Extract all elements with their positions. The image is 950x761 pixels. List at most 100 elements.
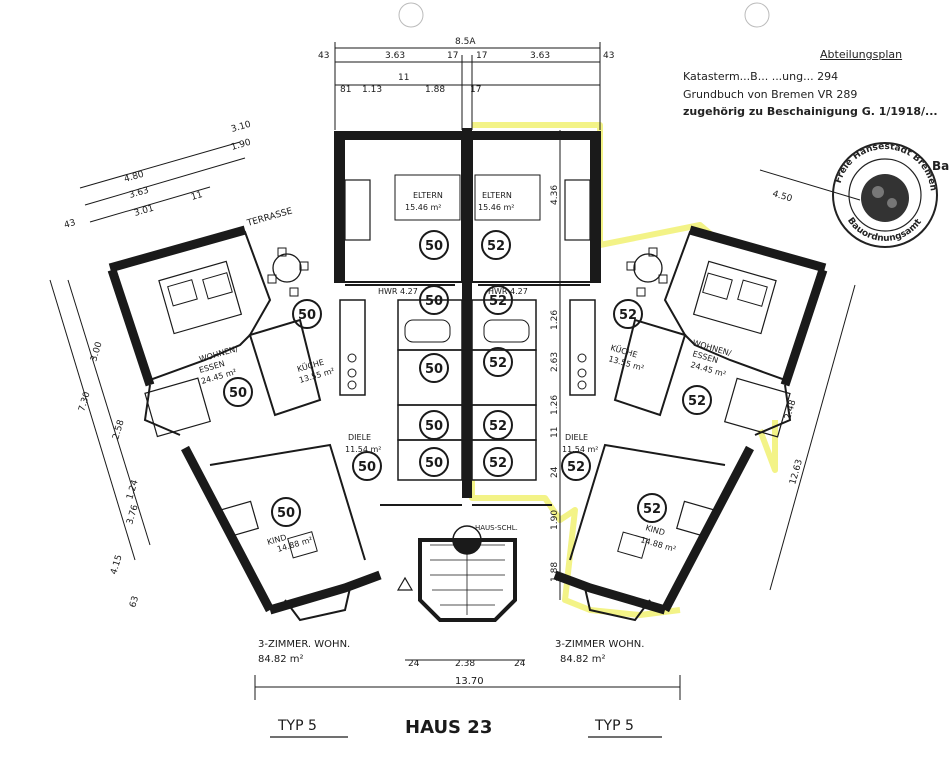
svg-text:52: 52 xyxy=(643,502,661,517)
central-core xyxy=(334,128,601,622)
label-wohnen-right-area: 24.45 m² xyxy=(689,360,727,379)
marker-right-diele: 52 xyxy=(561,451,591,481)
dim-center-v7: 1.90 xyxy=(550,510,560,530)
marker-left-terrasse: 50 xyxy=(292,299,322,329)
dim-top-sub-d: 1.88 xyxy=(425,85,445,95)
svg-text:50: 50 xyxy=(229,386,247,401)
svg-text:52: 52 xyxy=(489,456,507,471)
dim-top-sub-b: 1.13 xyxy=(362,85,382,95)
marker-right-kind: 52 xyxy=(637,493,667,523)
svg-text:52: 52 xyxy=(567,460,585,475)
marker-left-wc: 50 xyxy=(419,410,449,440)
dim-bottom-total: 13.70 xyxy=(455,676,484,687)
dim-left-d: 1.90 xyxy=(230,138,252,153)
dim-top-edge-l: 43 xyxy=(318,51,329,61)
dim-center-v5: 11 xyxy=(550,427,560,438)
label-eltern-right-area: 15.46 m² xyxy=(478,203,514,212)
marker-left-abst: 50 xyxy=(419,447,449,477)
dim-bottom-l: 24 xyxy=(408,659,420,669)
dim-top-edge-r: 43 xyxy=(603,51,614,61)
dim-left-v7: 63 xyxy=(128,595,141,609)
footer-right-area: 84.82 m² xyxy=(560,654,606,665)
footer-right-title: 3-ZIMMER WOHN. xyxy=(555,639,644,650)
room-eltern-left-walls xyxy=(334,131,463,283)
dim-left-c: 3.63 xyxy=(128,186,150,201)
svg-text:50: 50 xyxy=(277,506,295,521)
marker-right-terrasse: 52 xyxy=(613,299,643,329)
dim-center-v2: 1.26 xyxy=(550,310,560,330)
dim-left-g: 11 xyxy=(190,190,204,203)
party-wall xyxy=(462,128,472,498)
marker-right-bath: 52 xyxy=(483,347,513,377)
marker-right-wc: 52 xyxy=(483,410,513,440)
svg-text:50: 50 xyxy=(425,239,443,254)
dim-top-mid-b: 17 xyxy=(476,51,487,61)
dim-top-left: 3.63 xyxy=(385,51,405,61)
svg-text:52: 52 xyxy=(489,419,507,434)
footer-haus: HAUS 23 xyxy=(405,717,492,738)
label-diele-right: DIELE xyxy=(565,433,588,442)
svg-text:50: 50 xyxy=(425,456,443,471)
dim-bottom-r: 24 xyxy=(514,659,526,669)
right-wing xyxy=(553,225,828,622)
label-diele-left-area: 11.54 m² xyxy=(345,445,381,454)
authority-stamp: Freie Hansestadt Bremen Bauordnungsamt B… xyxy=(832,142,950,248)
punch-hole-left xyxy=(398,2,424,28)
dim-left-v2: 3.00 xyxy=(89,341,105,363)
marker-left-eltern: 50 xyxy=(419,230,449,260)
dim-center-v3: 2.63 xyxy=(550,352,560,372)
dim-top-sub-c: 11 xyxy=(398,73,409,83)
svg-text:50: 50 xyxy=(298,308,316,323)
dim-center-v6: 24 xyxy=(550,466,560,478)
label-diele-right-area: 11.54 m² xyxy=(562,445,598,454)
marker-left-hwr: 50 xyxy=(419,285,449,315)
header-line-3: zugehörig zu Beschainigung G. 1/1918/... xyxy=(683,105,938,118)
svg-text:50: 50 xyxy=(425,362,443,377)
dim-center-v8: 1.88 xyxy=(550,562,560,582)
marker-right-abst: 52 xyxy=(483,447,513,477)
label-kind-right: KIND xyxy=(644,523,665,537)
header-line-2: Grundbuch von Bremen VR 289 xyxy=(683,88,858,101)
header-top-label: Abteilungsplan xyxy=(820,48,903,61)
dim-top-sub-e: 17 xyxy=(470,85,481,95)
dim-left-v4: 3.76 xyxy=(125,504,141,526)
svg-text:52: 52 xyxy=(489,356,507,371)
dim-right-a: 4.50 xyxy=(771,189,793,204)
dim-left-v1: 7.30 xyxy=(77,391,93,413)
dim-left-a: 4.80 xyxy=(123,170,145,185)
dim-center-v1: 4.36 xyxy=(550,185,560,205)
marker-left-bath: 50 xyxy=(419,353,449,383)
stamp-corner-text: Bau xyxy=(932,159,950,173)
label-diele-left: DIELE xyxy=(348,433,371,442)
dim-center-v4: 1.26 xyxy=(550,395,560,415)
dim-left-v3: 2.58 xyxy=(111,419,127,441)
marker-right-eltern: 52 xyxy=(481,230,511,260)
dim-left-v5: 4.15 xyxy=(109,554,124,576)
svg-text:50: 50 xyxy=(425,419,443,434)
svg-text:52: 52 xyxy=(619,308,637,323)
marker-left-wohnen: 50 xyxy=(223,377,253,407)
footer-left-title: 3-ZIMMER. WOHN. xyxy=(258,639,350,650)
label-eltern-left-area: 15.46 m² xyxy=(405,203,441,212)
dim-left-b: 3.10 xyxy=(230,120,252,135)
staircase-outline xyxy=(418,538,517,622)
marker-left-kind: 50 xyxy=(271,497,301,527)
dim-right-v2: 2.48 xyxy=(783,399,798,421)
footer-left-area: 84.82 m² xyxy=(258,654,304,665)
svg-text:52: 52 xyxy=(489,294,507,309)
dim-left-f: 43 xyxy=(63,218,77,231)
dim-top-mid-a: 17 xyxy=(447,51,458,61)
label-haus-schluessel: HAUS-SCHL. xyxy=(475,524,518,532)
label-terrasse: TERRASSE xyxy=(245,206,294,229)
dim-top-right: 3.63 xyxy=(530,51,550,61)
label-eltern-right: ELTERN xyxy=(482,191,512,200)
label-kind-right-area: 14.88 m² xyxy=(639,535,677,554)
marker-right-hwr: 52 xyxy=(483,285,513,315)
footer-typ-left: TYP 5 xyxy=(277,718,317,734)
dimension-lines xyxy=(49,42,861,700)
left-wing xyxy=(107,225,382,622)
marker-right-wohnen: 52 xyxy=(682,385,712,415)
footer-typ-right: TYP 5 xyxy=(594,718,634,734)
apartment-markers: 50 52 50 52 50 52 50 52 50 52 50 52 50 5… xyxy=(223,230,712,527)
